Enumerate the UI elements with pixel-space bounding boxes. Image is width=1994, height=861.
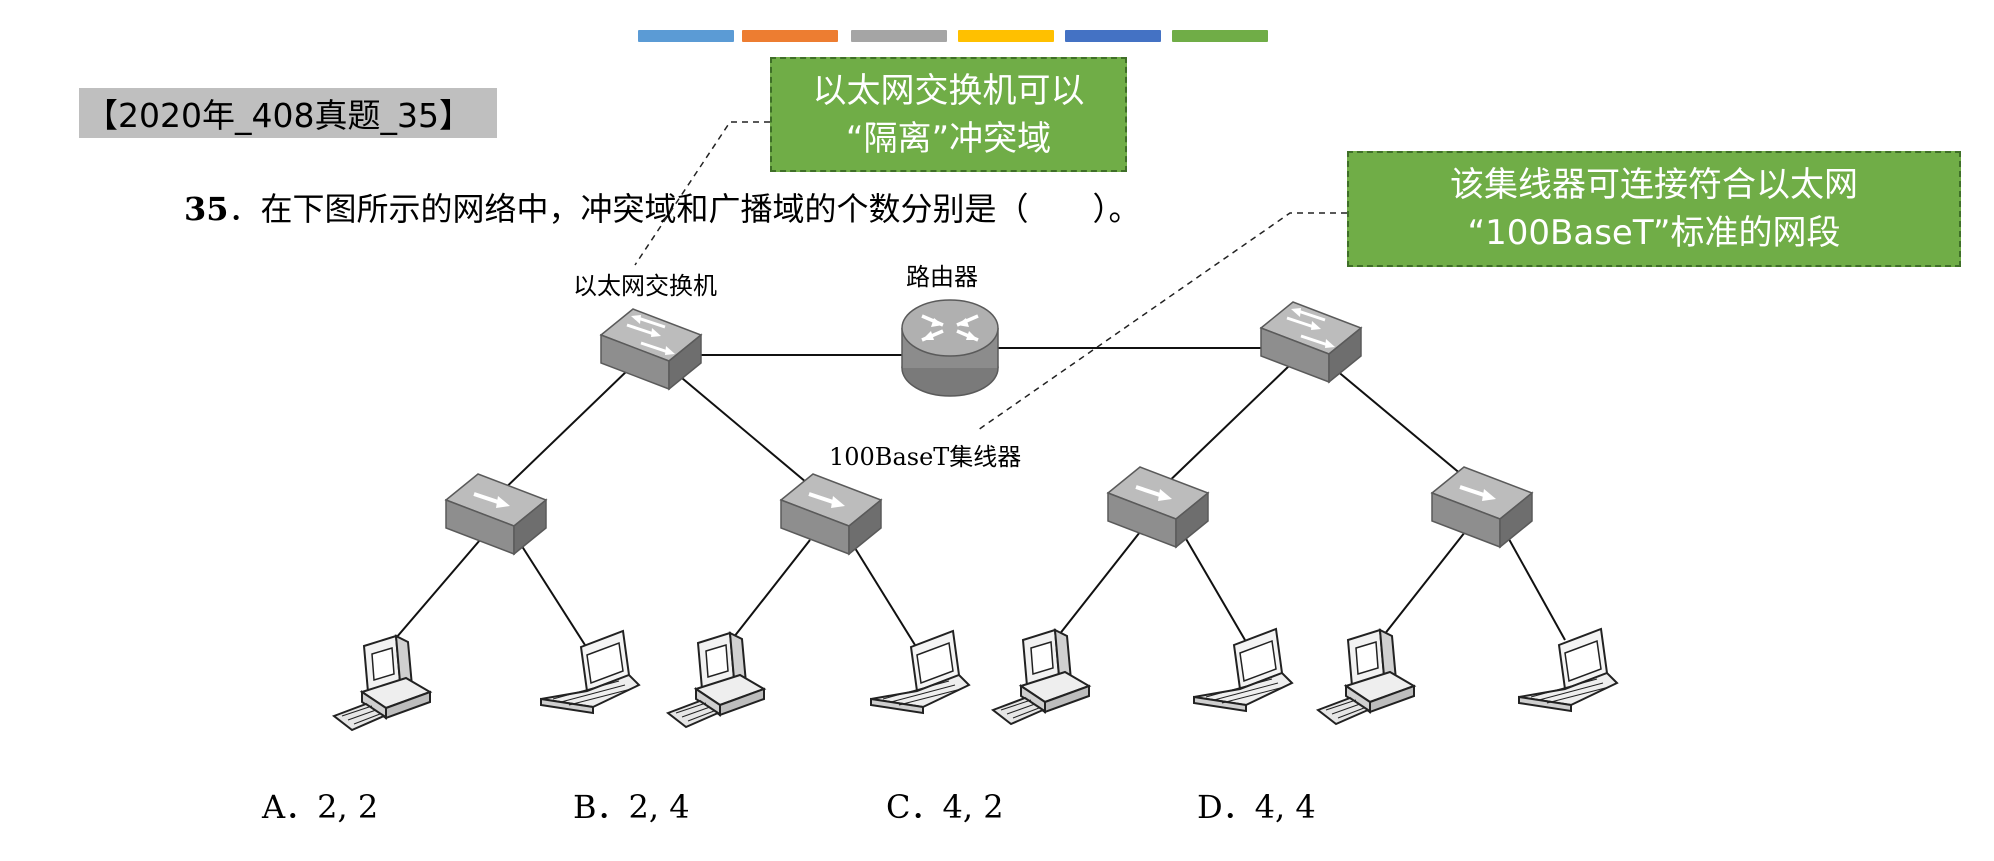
laptop-2-icon	[870, 630, 970, 714]
desktop-pc-4-icon	[1317, 629, 1415, 725]
switch-callout: 以太网交换机可以 “隔离”冲突域	[770, 57, 1127, 172]
desktop-pc-3-icon	[992, 629, 1090, 725]
option-c[interactable]: C．4, 2	[886, 788, 1004, 826]
color-bar-gray	[851, 30, 947, 42]
color-bar-orange	[742, 30, 838, 42]
question-body: ．在下图所示的网络中，冲突域和广播域的个数分别是（ ）。	[228, 190, 1141, 228]
network-links	[389, 347, 1566, 646]
router-icon	[901, 299, 999, 397]
laptop-4-icon	[1518, 628, 1618, 712]
desktop-pc-2-icon	[667, 632, 765, 728]
ethernet-switch-left-icon	[600, 308, 702, 390]
hub-2-icon	[780, 473, 882, 555]
hub-label: 100BaseT集线器	[829, 443, 1022, 471]
exam-tag: 【2020年_408真题_35】	[79, 88, 497, 138]
router-label: 路由器	[906, 263, 978, 291]
color-bar-green	[1172, 30, 1268, 42]
switch-label: 以太网交换机	[573, 272, 717, 300]
hub-callout-line2: “100BaseT”标准的网段	[1467, 213, 1841, 253]
hub-3-icon	[1107, 466, 1209, 548]
hub-callout: 该集线器可连接符合以太网 “100BaseT”标准的网段	[1347, 151, 1961, 267]
switch-callout-line2: “隔离”冲突域	[845, 118, 1052, 159]
color-bar-yellow	[958, 30, 1054, 42]
option-d[interactable]: D．4, 4	[1197, 788, 1316, 826]
laptop-1-icon	[540, 630, 640, 714]
question-text: 35．在下图所示的网络中，冲突域和广播域的个数分别是（ ）。	[184, 184, 1141, 230]
hub-callout-line1: 该集线器可连接符合以太网	[1450, 165, 1858, 205]
color-bar-blue	[638, 30, 734, 42]
laptop-3-icon	[1193, 628, 1293, 712]
question-number: 35	[184, 190, 229, 228]
hub-4-icon	[1431, 466, 1533, 548]
hub-1-icon	[445, 473, 547, 555]
option-a[interactable]: A．2, 2	[262, 788, 379, 826]
ethernet-switch-right-icon	[1260, 301, 1362, 383]
switch-leader-line	[634, 121, 770, 266]
desktop-pc-1-icon	[333, 635, 431, 731]
option-b[interactable]: B．2, 4	[573, 788, 690, 826]
switch-callout-line1: 以太网交换机可以	[812, 70, 1085, 111]
color-bar-darkblue	[1065, 30, 1161, 42]
hub-leader-line	[977, 212, 1347, 431]
